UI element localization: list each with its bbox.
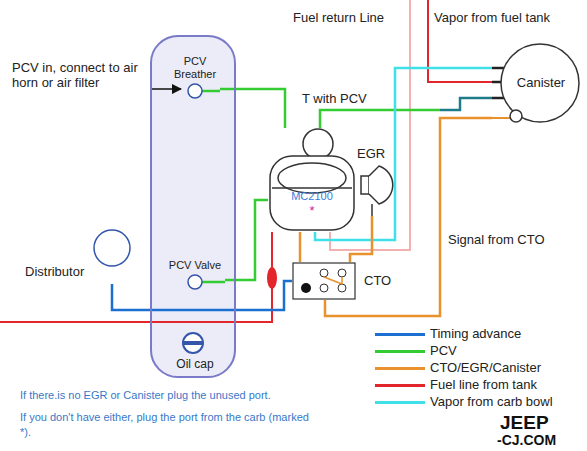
legend-swatch bbox=[375, 367, 425, 370]
oil-cap-symbol bbox=[152, 331, 238, 355]
vacuum-hose bbox=[112, 281, 292, 310]
node-label: CTO bbox=[364, 273, 391, 288]
node-label: PCV Valve bbox=[165, 259, 225, 272]
vacuum-hose bbox=[350, 216, 372, 262]
note-text: If there.is no EGR or Canister plug the … bbox=[20, 388, 360, 403]
watermark: JEEP bbox=[500, 413, 549, 433]
canister: Canister bbox=[492, 40, 582, 126]
node-label: * bbox=[268, 203, 356, 218]
hose-label: Signal from CTO bbox=[446, 232, 547, 247]
watermark: -CJ.COM bbox=[497, 432, 556, 448]
legend-row: Timing advance bbox=[375, 326, 575, 343]
pcv-in-arrow bbox=[150, 88, 181, 90]
vacuum-hose bbox=[220, 89, 285, 128]
port-circle bbox=[165, 274, 225, 290]
fuel-line bbox=[0, 232, 272, 322]
legend-text: Timing advance bbox=[430, 326, 521, 342]
legend-swatch bbox=[375, 333, 425, 336]
pcv-valve-port: PCV Valve bbox=[165, 259, 225, 290]
distributor: Distributor bbox=[25, 226, 140, 284]
line-label: Vapor from fuel tank bbox=[434, 10, 550, 25]
vacuum-hose bbox=[225, 200, 268, 280]
valve-cover-fill bbox=[150, 35, 236, 378]
node-label: Distributor bbox=[25, 264, 84, 279]
line-label: Fuel return Line bbox=[293, 10, 384, 25]
legend-row: PCV bbox=[375, 343, 575, 360]
carburetor: MC2100* bbox=[268, 128, 356, 232]
port-circle bbox=[170, 83, 220, 99]
node-label: EGR bbox=[357, 146, 385, 161]
legend-text: Fuel line from tank bbox=[430, 377, 537, 393]
valve-cover: PCV BreatherPCV ValveOil cap bbox=[150, 35, 236, 378]
legend-row: Fuel line from tank bbox=[375, 377, 575, 394]
fuel-filter bbox=[267, 267, 277, 289]
cto-switch: CTO bbox=[292, 262, 356, 300]
legend-swatch bbox=[375, 401, 425, 404]
legend-row: Vapor from carb bowl bbox=[375, 394, 575, 411]
egr-valve: EGR bbox=[357, 146, 397, 216]
node-label: Oil cap bbox=[152, 357, 238, 371]
cto-body bbox=[292, 262, 356, 300]
note-text: If you don't have either, plug the port … bbox=[20, 410, 320, 440]
node-label: PCV Breather bbox=[170, 55, 220, 81]
line-label: PCV in, connect to air horn or air filte… bbox=[12, 60, 148, 90]
legend-text: PCV bbox=[430, 343, 457, 359]
node-label: MC2100 bbox=[268, 190, 356, 203]
hose-label: T with PCV bbox=[300, 91, 369, 106]
legend-swatch bbox=[375, 350, 425, 353]
legend-text: Vapor from carb bowl bbox=[430, 394, 553, 410]
legend-row: CTO/EGR/Canister bbox=[375, 360, 575, 377]
pcv-breather-port: PCV Breather bbox=[170, 55, 220, 99]
legend-text: CTO/EGR/Canister bbox=[430, 360, 541, 376]
node-label: Canister bbox=[500, 75, 582, 90]
legend-swatch bbox=[375, 384, 425, 387]
vacuum-hose bbox=[299, 232, 302, 262]
